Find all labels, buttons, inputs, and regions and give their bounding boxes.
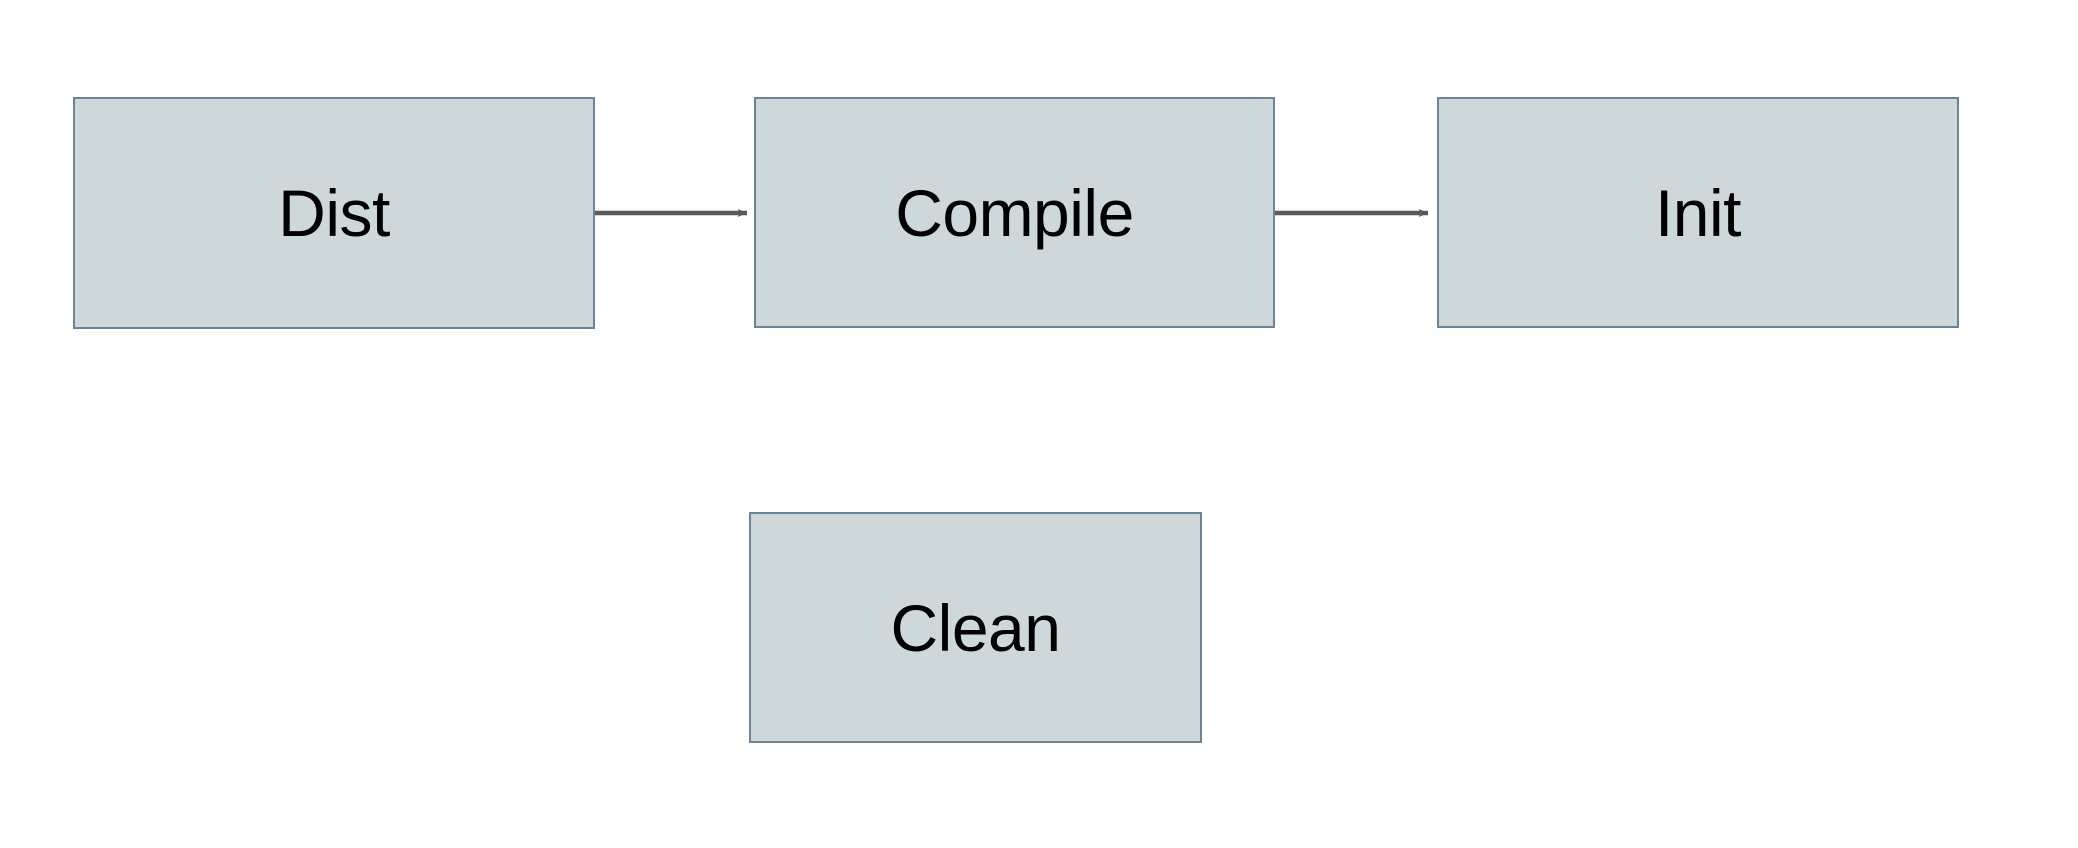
node-clean-label: Clean (890, 590, 1061, 665)
node-compile-label: Compile (895, 175, 1134, 250)
node-dist[interactable]: Dist (73, 97, 595, 329)
node-init[interactable]: Init (1437, 97, 1959, 328)
node-compile[interactable]: Compile (754, 97, 1275, 328)
node-dist-label: Dist (278, 176, 390, 250)
node-clean[interactable]: Clean (749, 512, 1202, 743)
node-init-label: Init (1654, 175, 1742, 250)
